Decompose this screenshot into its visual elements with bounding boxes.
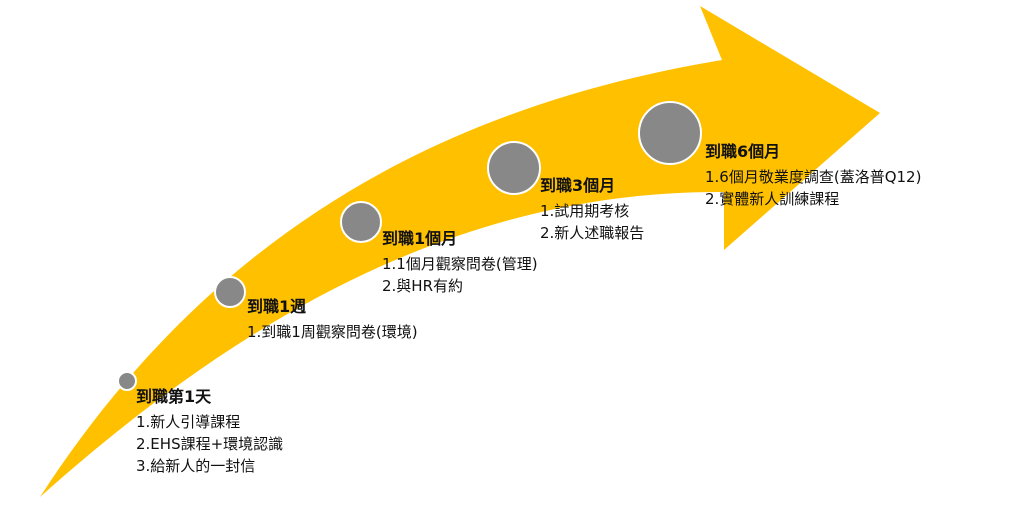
milestone-item: 1.到職1周觀察問卷(環境) xyxy=(247,323,418,341)
milestone-item: 3.給新人的一封信 xyxy=(136,457,256,475)
milestone-item: 1.6個月敬業度調查(蓋洛普Q12) xyxy=(705,168,922,186)
milestone-item: 2.實體新人訓練課程 xyxy=(705,190,840,208)
milestone-week1: 到職1週 1.到職1周觀察問卷(環境) xyxy=(247,297,418,343)
milestone-title: 到職1週 xyxy=(247,297,307,316)
milestone-month1: 到職1個月 1.1個月觀察問卷(管理) 2.與HR有約 xyxy=(382,229,538,297)
milestone-dot-month3 xyxy=(487,141,541,195)
milestone-item: 1.新人引導課程 xyxy=(136,413,241,431)
milestone-dot-day1 xyxy=(117,371,137,391)
milestone-month3: 到職3個月 1.試用期考核 2.新人述職報告 xyxy=(540,176,644,244)
milestone-dot-month1 xyxy=(340,201,382,243)
milestone-dot-month6 xyxy=(638,101,702,165)
milestone-item: 2.與HR有約 xyxy=(382,277,464,295)
milestone-item: 1.1個月觀察問卷(管理) xyxy=(382,255,538,273)
milestone-month6: 到職6個月 1.6個月敬業度調查(蓋洛普Q12) 2.實體新人訓練課程 xyxy=(705,142,921,210)
milestone-item: 1.試用期考核 xyxy=(540,202,630,220)
milestone-item: 2.新人述職報告 xyxy=(540,224,645,242)
milestone-item: 2.EHS課程+環境認識 xyxy=(136,435,284,453)
milestone-day1: 到職第1天 1.新人引導課程 2.EHS課程+環境認識 3.給新人的一封信 xyxy=(136,387,283,477)
milestone-title: 到職6個月 xyxy=(705,142,781,161)
milestone-title: 到職1個月 xyxy=(382,229,458,248)
milestone-title: 到職第1天 xyxy=(136,387,212,406)
milestone-title: 到職3個月 xyxy=(540,176,616,195)
milestone-dot-week1 xyxy=(214,276,246,308)
